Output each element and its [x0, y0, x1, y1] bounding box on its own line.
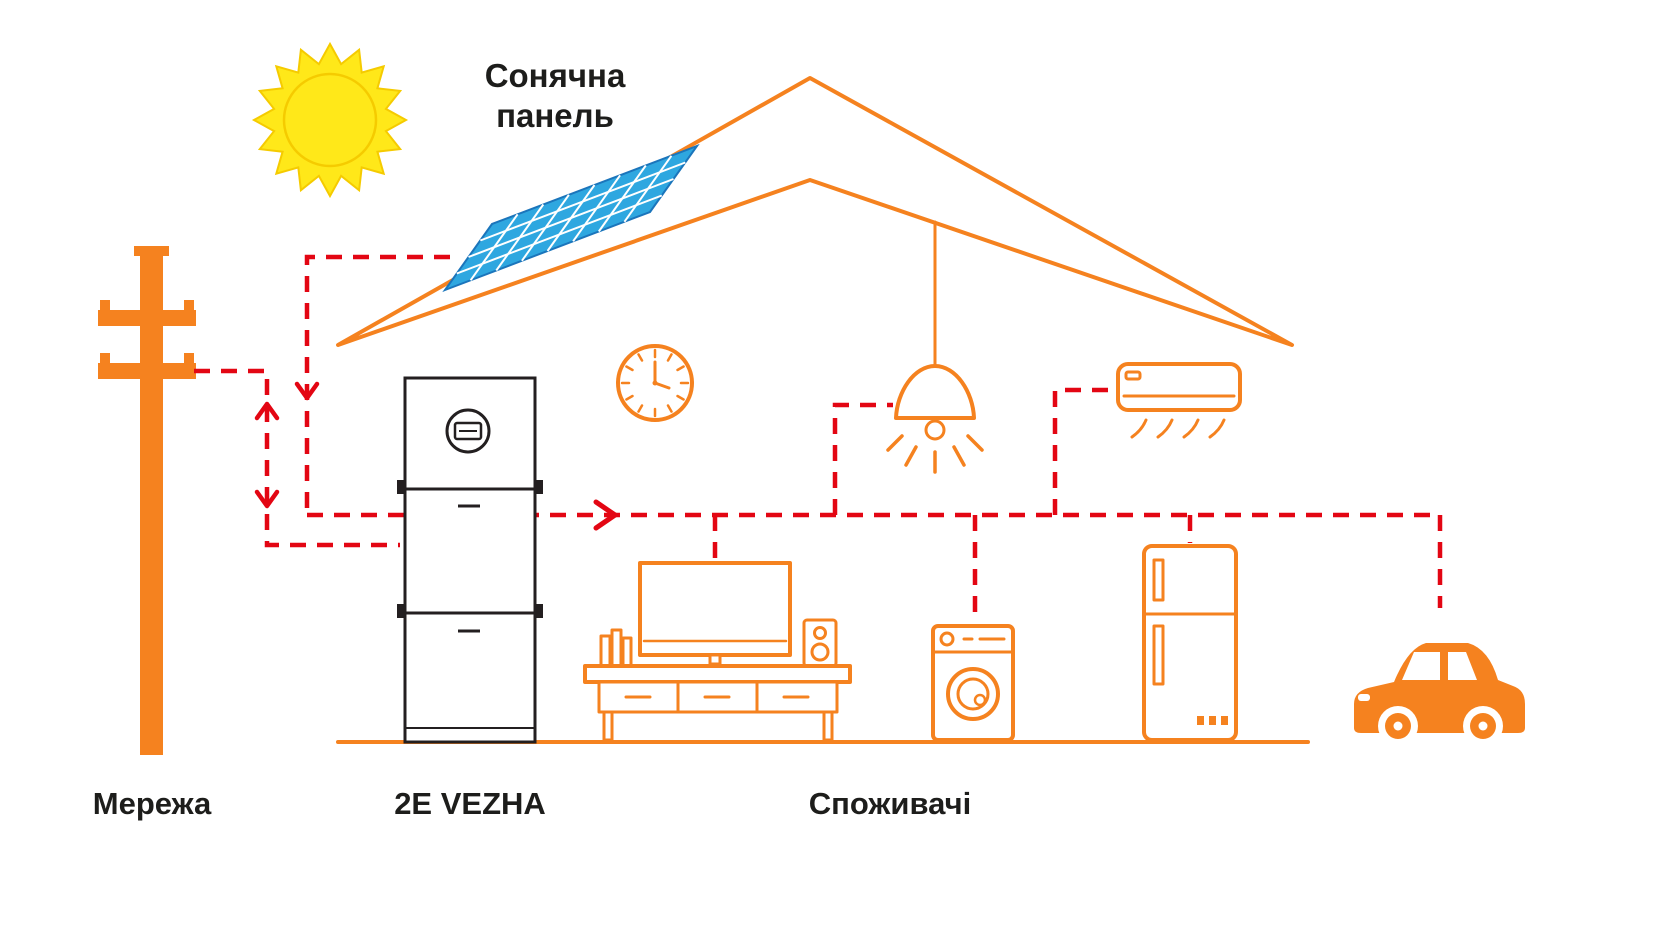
battery-tower-icon — [397, 376, 543, 744]
tv-icon — [638, 561, 792, 668]
airflow-lines — [1130, 418, 1226, 439]
books-icon — [599, 628, 633, 668]
wall-clock-icon — [616, 344, 694, 422]
battery-logo-icon — [445, 408, 491, 454]
solar-panel-icon — [442, 143, 700, 293]
battery-label: 2E VEZHA — [394, 786, 546, 821]
washing-machine-icon — [931, 624, 1015, 742]
sun-icon — [251, 41, 409, 199]
grid-label: Мережа — [92, 786, 212, 821]
solar-panel-label: Сонячна панель — [484, 57, 626, 135]
air-conditioner-icon — [1116, 362, 1242, 439]
flow-grid-to-battery — [194, 368, 400, 548]
consumers-label: Споживачі — [808, 786, 972, 821]
electric-car-icon — [1354, 643, 1525, 746]
flow-battery-to-consumers — [307, 387, 1443, 622]
pendant-lamp-icon — [886, 220, 984, 474]
speaker-icon — [802, 618, 838, 668]
fridge-icon — [1142, 544, 1238, 742]
flow-solar-to-battery — [294, 254, 450, 515]
utility-pole-icon — [98, 246, 196, 755]
branch-lamp — [832, 402, 893, 515]
branch-air-conditioner — [1052, 387, 1113, 515]
tv-stand-icon — [583, 664, 852, 742]
